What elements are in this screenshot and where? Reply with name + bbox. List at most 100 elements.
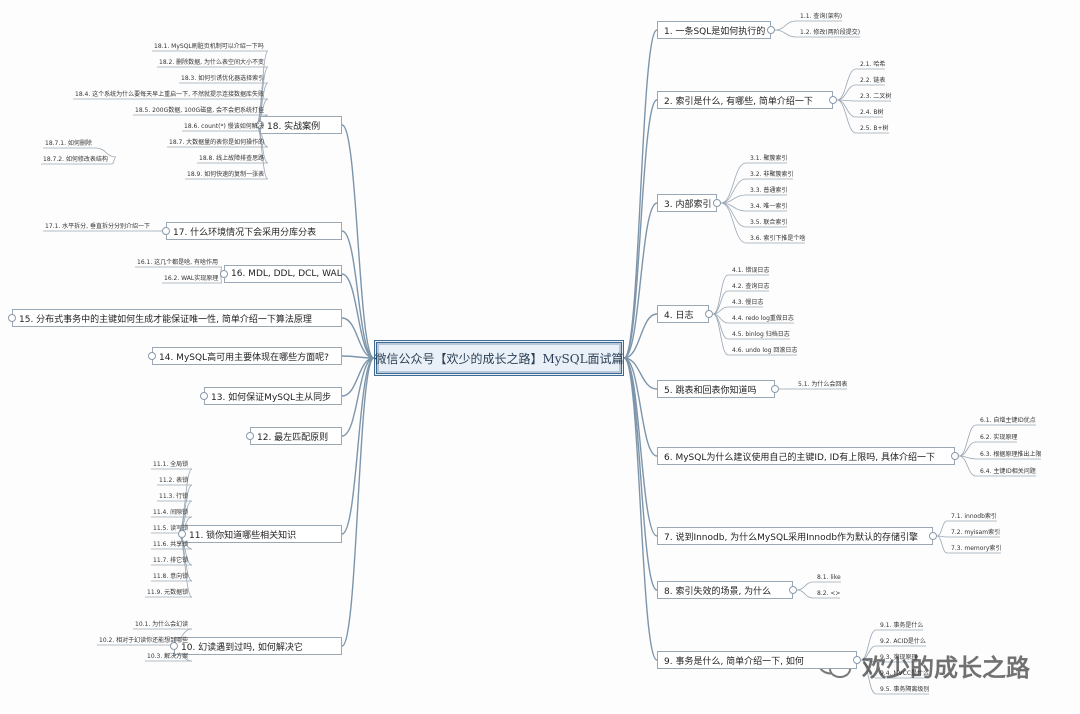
topic-left-16[interactable]: 16. MDL, DDL, DCL, WAL — [224, 265, 342, 283]
topic-right-3[interactable]: 3. 内部索引 — [657, 194, 717, 212]
collapse-left-18[interactable] — [256, 121, 264, 129]
subtopic-left-18-2[interactable]: 18.2. 删除数据, 为什么表空间大小不变 — [159, 59, 264, 67]
subtopic-right-3-1[interactable]: 3.1. 聚簇索引 — [750, 155, 787, 163]
subtopic-right-2-4[interactable]: 2.4. B树 — [860, 109, 883, 117]
central-topic[interactable]: 微信公众号【欢少的成长之路】MySQL面试篇 — [374, 340, 624, 376]
collapse-right-7[interactable] — [929, 532, 937, 540]
subtopic-left-11-4[interactable]: 11.4. 间隙锁 — [153, 509, 188, 517]
subtopic-left-10-3[interactable]: 10.3. 解决方案 — [147, 653, 188, 661]
subtopic-right-3-5[interactable]: 3.5. 联合索引 — [750, 219, 787, 227]
subtopic-left-18-6[interactable]: 18.6. count(*) 慢该如何解决 — [184, 123, 264, 131]
topic-right-4[interactable]: 4. 日志 — [657, 305, 709, 323]
subtopic-right-9-3[interactable]: 9.3. 实现原理 — [880, 654, 917, 662]
topic-left-17[interactable]: 17. 什么环境情况下会采用分库分表 — [166, 222, 342, 240]
subtopic-right-3-6[interactable]: 3.6. 索引下推是个啥 — [750, 235, 805, 243]
collapse-left-16[interactable] — [220, 270, 228, 278]
topic-left-13[interactable]: 13. 如何保证MySQL主从同步 — [204, 387, 342, 405]
subtopic-right-4-4[interactable]: 4.4. redo log重做日志 — [732, 315, 794, 323]
subtopic-left-16-1[interactable]: 16.1. 这几个都是啥, 有啥作用 — [137, 259, 218, 267]
subtopic-right-9-1[interactable]: 9.1. 事务是什么 — [880, 622, 923, 630]
collapse-right-6[interactable] — [951, 452, 959, 460]
subtopic-left-11-1[interactable]: 11.1. 全局锁 — [153, 461, 188, 469]
subtopic-left-18-8[interactable]: 18.8. 线上故障排查思路 — [199, 155, 264, 163]
topic-left-12[interactable]: 12. 最左匹配原则 — [250, 427, 342, 445]
topic-right-5[interactable]: 5. 跳表和回表你知道吗 — [657, 380, 775, 398]
topic-left-17-label: 17. 什么环境情况下会采用分库分表 — [173, 227, 317, 238]
collapse-right-8[interactable] — [789, 586, 797, 594]
subtopic-left-11-7[interactable]: 11.7. 排它锁 — [153, 557, 188, 565]
subtopic-right-7-1[interactable]: 7.1. innodb索引 — [951, 513, 997, 521]
subtopic-left-17-1[interactable]: 17.1. 水平拆分, 垂直拆分分别介绍一下 — [45, 223, 150, 231]
subtopic-right-2-2[interactable]: 2.2. 链表 — [860, 77, 885, 85]
collapse-right-1[interactable] — [767, 26, 775, 34]
subtopic-right-4-1[interactable]: 4.1. 错误日志 — [732, 267, 769, 275]
subtopic-right-7-2[interactable]: 7.2. myisam索引 — [951, 529, 1000, 537]
subtopic-right-6-1[interactable]: 6.1. 自增主键ID优点 — [980, 417, 1036, 425]
subtopic-right-8-2[interactable]: 8.2. <> — [817, 590, 840, 598]
topic-left-10[interactable]: 10. 幻读遇到过吗, 如何解决它 — [174, 637, 342, 655]
subtopic-left-18-7[interactable]: 18.7. 大数据量的表你是如何操作的 — [169, 139, 264, 147]
subtopic-left-10-2[interactable]: 10.2. 相对于幻读你还能想到哪些 — [99, 637, 188, 645]
collapse-left-17[interactable] — [162, 227, 170, 235]
subtopic-left-11-9[interactable]: 11.9. 元数据锁 — [147, 589, 188, 597]
subtopic-left-16-2[interactable]: 16.2. WAL实现原理 — [164, 275, 218, 283]
collapse-right-4[interactable] — [705, 310, 713, 318]
topic-right-2[interactable]: 2. 索引是什么, 有哪些, 简单介绍一下 — [657, 91, 833, 109]
subtopic-right-9-4[interactable]: 9.4. MVCC是什么 — [880, 670, 929, 678]
subtopic-left-18-1[interactable]: 18.1. MySQL刷脏页机制可以介绍一下吗 — [154, 43, 264, 51]
subtopic-right-2-3[interactable]: 2.3. 二叉树 — [860, 93, 891, 101]
subtopic-left-18-3[interactable]: 18.3. 如何引诱优化器选择索引 — [181, 75, 264, 83]
subtopic-left-18-5-label: 18.5. 200G数据, 100G磁盘, 会不会把系统打挂 — [135, 107, 265, 114]
subtopic-right-3-4[interactable]: 3.4. 唯一索引 — [750, 203, 787, 211]
subtopic-left-11-2[interactable]: 11.2. 表锁 — [159, 477, 188, 485]
subtopic-right-6-3[interactable]: 6.3. 根据原理推出上限 — [980, 451, 1041, 459]
collapse-right-5[interactable] — [771, 385, 779, 393]
topic-left-11[interactable]: 11. 锁你知道哪些相关知识 — [182, 525, 342, 543]
collapse-left-14[interactable] — [148, 352, 156, 360]
subtopic-right-3-3[interactable]: 3.3. 普通索引 — [750, 187, 787, 195]
subtopic-left-18-7-2[interactable]: 18.7.2. 如何修改表结构 — [43, 156, 108, 164]
subtopic-left-11-3[interactable]: 11.3. 行锁 — [159, 493, 188, 501]
topic-left-15[interactable]: 15. 分布式事务中的主键如何生成才能保证唯一性, 简单介绍一下算法原理 — [12, 309, 342, 327]
subtopic-right-1-1[interactable]: 1.1. 查询(架构) — [800, 13, 842, 21]
subtopic-right-5-1[interactable]: 5.1. 为什么会回表 — [798, 381, 847, 389]
subtopic-right-2-1[interactable]: 2.1. 哈希 — [860, 61, 885, 69]
subtopic-right-4-6[interactable]: 4.6. undo log 回滚日志 — [732, 347, 797, 355]
subtopic-right-9-5[interactable]: 9.5. 事务隔离级别 — [880, 686, 929, 694]
subtopic-left-18-9[interactable]: 18.9. 如何快速的复制一张表 — [187, 171, 264, 179]
topic-right-8[interactable]: 8. 索引失效的场景, 为什么 — [657, 581, 793, 599]
subtopic-right-7-3[interactable]: 7.3. memory索引 — [951, 545, 1001, 553]
topic-right-9[interactable]: 9. 事务是什么, 简单介绍一下, 如何 — [657, 651, 857, 669]
topic-right-7[interactable]: 7. 说到Innodb, 为什么MySQL采用Innodb作为默认的存储引擎 — [657, 527, 933, 545]
collapse-left-10[interactable] — [170, 642, 178, 650]
subtopic-right-6-2[interactable]: 6.2. 实现原理 — [980, 434, 1017, 442]
topic-left-18[interactable]: 18. 实战案例 — [260, 116, 342, 134]
collapse-left-13[interactable] — [200, 392, 208, 400]
subtopic-right-2-5[interactable]: 2.5. B+树 — [860, 125, 889, 133]
subtopic-left-18-5[interactable]: 18.5. 200G数据, 100G磁盘, 会不会把系统打挂 — [135, 107, 264, 115]
subtopic-right-6-4[interactable]: 6.4. 主键ID相关问题 — [980, 468, 1036, 476]
subtopic-left-11-5[interactable]: 11.5. 读写锁 — [153, 525, 188, 533]
subtopic-left-18-7-2-label: 18.7.2. 如何修改表结构 — [43, 156, 108, 163]
collapse-left-11[interactable] — [178, 530, 186, 538]
topic-left-14[interactable]: 14. MySQL高可用主要体现在哪些方面呢? — [152, 347, 342, 365]
subtopic-right-4-3[interactable]: 4.3. 慢日志 — [732, 299, 763, 307]
subtopic-right-8-1[interactable]: 8.1. like — [817, 574, 841, 582]
subtopic-right-9-2[interactable]: 9.2. ACID是什么 — [880, 638, 926, 646]
subtopic-left-10-1[interactable]: 10.1. 为什么会幻读 — [135, 621, 188, 629]
collapse-right-9[interactable] — [853, 656, 861, 664]
subtopic-left-11-8[interactable]: 11.8. 意向锁 — [153, 573, 188, 581]
collapse-right-2[interactable] — [829, 96, 837, 104]
subtopic-left-18-4[interactable]: 18.4. 这个系统为什么要每天早上重启一下, 不然就提示连接数据库失败 — [75, 91, 264, 99]
topic-right-1[interactable]: 1. 一条SQL是如何执行的 — [657, 21, 771, 39]
subtopic-left-18-7-1[interactable]: 18.7.1. 如何删除 — [45, 140, 92, 148]
subtopic-right-1-2[interactable]: 1.2. 修改(两阶段提交) — [800, 29, 860, 37]
collapse-left-15[interactable] — [8, 314, 16, 322]
subtopic-left-11-6[interactable]: 11.6. 共享锁 — [153, 541, 188, 549]
subtopic-right-4-5[interactable]: 4.5. binlog 归档日志 — [732, 331, 790, 339]
collapse-left-12[interactable] — [246, 432, 254, 440]
subtopic-right-3-2[interactable]: 3.2. 非聚簇索引 — [750, 171, 793, 179]
topic-right-6[interactable]: 6. MySQL为什么建议使用自己的主键ID, ID有上限吗, 具体介绍一下 — [657, 447, 955, 465]
subtopic-right-4-2[interactable]: 4.2. 查询日志 — [732, 283, 769, 291]
collapse-right-3[interactable] — [713, 199, 721, 207]
